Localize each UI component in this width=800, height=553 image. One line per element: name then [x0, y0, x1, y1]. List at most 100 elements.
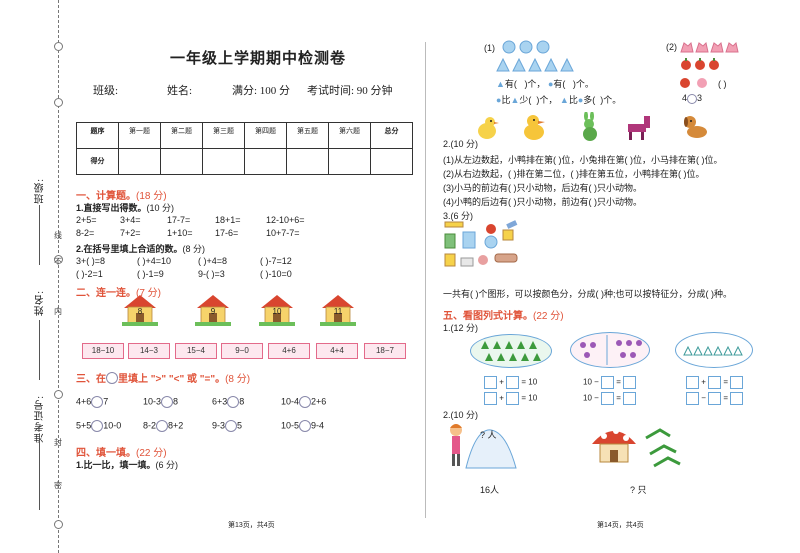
- exam-no-blank[interactable]: [39, 440, 40, 510]
- score-cell[interactable]: [118, 148, 161, 175]
- eq-op: =: [723, 377, 729, 387]
- score-header-cell: 第六题: [328, 122, 371, 149]
- house-icon: 9: [195, 295, 231, 326]
- score-cell[interactable]: [244, 148, 287, 175]
- sub1-text: 1.直接写出得数。: [76, 203, 147, 213]
- score-row-label: 得分: [76, 148, 119, 175]
- mushroom-house-icon: [592, 428, 636, 463]
- equation-row: + = 10: [484, 376, 537, 389]
- seal-char: 封: [54, 438, 62, 447]
- section3-title: 三、在: [76, 374, 106, 385]
- answer-box[interactable]: [686, 376, 699, 389]
- equation-row: + =: [686, 376, 744, 389]
- binding-hole: [54, 255, 63, 264]
- class-blank[interactable]: [39, 205, 40, 265]
- fill-item: ( )-7=12: [260, 256, 292, 266]
- fill-item: ( )-2=1: [76, 269, 103, 279]
- expression-card[interactable]: 9−0: [221, 343, 263, 359]
- eq-op: =: [521, 377, 527, 387]
- answer-box[interactable]: [623, 392, 637, 405]
- triangles-row-icon: [496, 58, 574, 72]
- shapes-group-icon: [444, 220, 518, 267]
- answer-box[interactable]: [506, 376, 520, 389]
- expression-card[interactable]: 15−4: [175, 343, 217, 359]
- binding-hole: [54, 98, 63, 107]
- compare-circle[interactable]: [156, 420, 169, 432]
- compare-item: 9-3 5: [212, 420, 242, 432]
- answer-box[interactable]: [708, 392, 722, 405]
- fill-item: 3+( )=8: [76, 256, 106, 266]
- triangle-icon: ▲: [559, 95, 569, 105]
- q2-number: 4: [682, 93, 688, 103]
- compare-right: 5: [237, 420, 243, 431]
- eq-op: −: [701, 393, 706, 403]
- sub2-line: (1)从左边数起，小鸭排在第( )位，小兔排在第( )位，小马排在第( )位。: [443, 155, 723, 165]
- answer-box[interactable]: [686, 392, 699, 405]
- triangle-icon: ▲: [510, 95, 520, 105]
- compare-circle[interactable]: [687, 93, 698, 104]
- answer-box[interactable]: [730, 376, 744, 389]
- eq-op: +: [499, 393, 504, 403]
- answer-box[interactable]: [601, 392, 615, 405]
- compare-circle[interactable]: [299, 420, 312, 432]
- eq-value: 10: [583, 377, 592, 387]
- compare-circle[interactable]: [227, 396, 240, 408]
- binding-hole: [54, 390, 63, 399]
- section3-heading: 三、在里填上 ">" "<" 或 "="。(8 分): [76, 369, 250, 387]
- s4-sub1-points: (6 分): [155, 460, 179, 470]
- eq-value: 10: [528, 393, 538, 403]
- answer-box[interactable]: [708, 376, 722, 389]
- answer-box[interactable]: [623, 376, 637, 389]
- fill-item: ( )+4=8: [198, 256, 228, 266]
- expression-card[interactable]: 18−10: [82, 343, 124, 359]
- score-cell[interactable]: [202, 148, 245, 175]
- compare-circle[interactable]: [225, 420, 238, 432]
- seal-char: 线: [54, 231, 62, 240]
- score-header-cell: 第三题: [202, 122, 245, 149]
- calc-item: 17-6=: [215, 228, 239, 238]
- score-cell[interactable]: [286, 148, 329, 175]
- compare-circle[interactable]: [91, 420, 104, 432]
- grasshoppers-icon: [645, 428, 681, 468]
- s5-sub1-heading: 1.(12 分): [443, 323, 479, 333]
- score-cell[interactable]: [370, 148, 413, 175]
- expression-card[interactable]: 4+4: [316, 343, 358, 359]
- compare-circle[interactable]: [299, 396, 312, 408]
- q1-line-a: ▲有( )个， ●有( )个。: [496, 77, 594, 90]
- house-icon: 8: [122, 295, 158, 326]
- compare-left: 5+5: [76, 420, 92, 431]
- s4-sub1-text: 1.比一比，填一填。: [76, 460, 156, 470]
- score-cell[interactable]: [160, 148, 203, 175]
- compare-left: 4+6: [76, 396, 92, 407]
- score-cell[interactable]: [328, 148, 371, 175]
- left-page-footer: 第13页，共4页: [228, 522, 275, 529]
- expression-card[interactable]: 18−7: [364, 343, 406, 359]
- compare-left: 10-5: [281, 420, 300, 431]
- answer-box[interactable]: [506, 392, 520, 405]
- q1-text: )个，: [536, 95, 558, 105]
- expression-card[interactable]: 4+6: [268, 343, 310, 359]
- page-title: 一年级上学期期中检测卷: [170, 51, 347, 67]
- fill-item: ( )-10=0: [260, 269, 292, 279]
- answer-box[interactable]: [730, 392, 744, 405]
- apple-row-icon: [681, 58, 719, 70]
- name-blank[interactable]: [39, 320, 40, 380]
- page-divider: [425, 42, 426, 518]
- answer-box[interactable]: [484, 392, 497, 405]
- expression-card[interactable]: 14−3: [128, 343, 170, 359]
- duck-icon: [524, 115, 545, 140]
- compare-circle[interactable]: [91, 396, 104, 408]
- dog-icon: [684, 116, 707, 138]
- q1-line-b: ●比▲少( )个， ▲比●多( )个。: [496, 93, 621, 106]
- compare-left: 9-3: [212, 420, 226, 431]
- answer-box[interactable]: [601, 376, 615, 389]
- q2-answer-blank[interactable]: ( ): [718, 79, 727, 89]
- q2-number: 3: [697, 93, 703, 103]
- eq-value: 10: [583, 393, 592, 403]
- answer-box[interactable]: [484, 376, 497, 389]
- seal-char: 内: [54, 307, 62, 316]
- section5-points: (22 分): [533, 311, 564, 322]
- compare-circle[interactable]: [161, 396, 174, 408]
